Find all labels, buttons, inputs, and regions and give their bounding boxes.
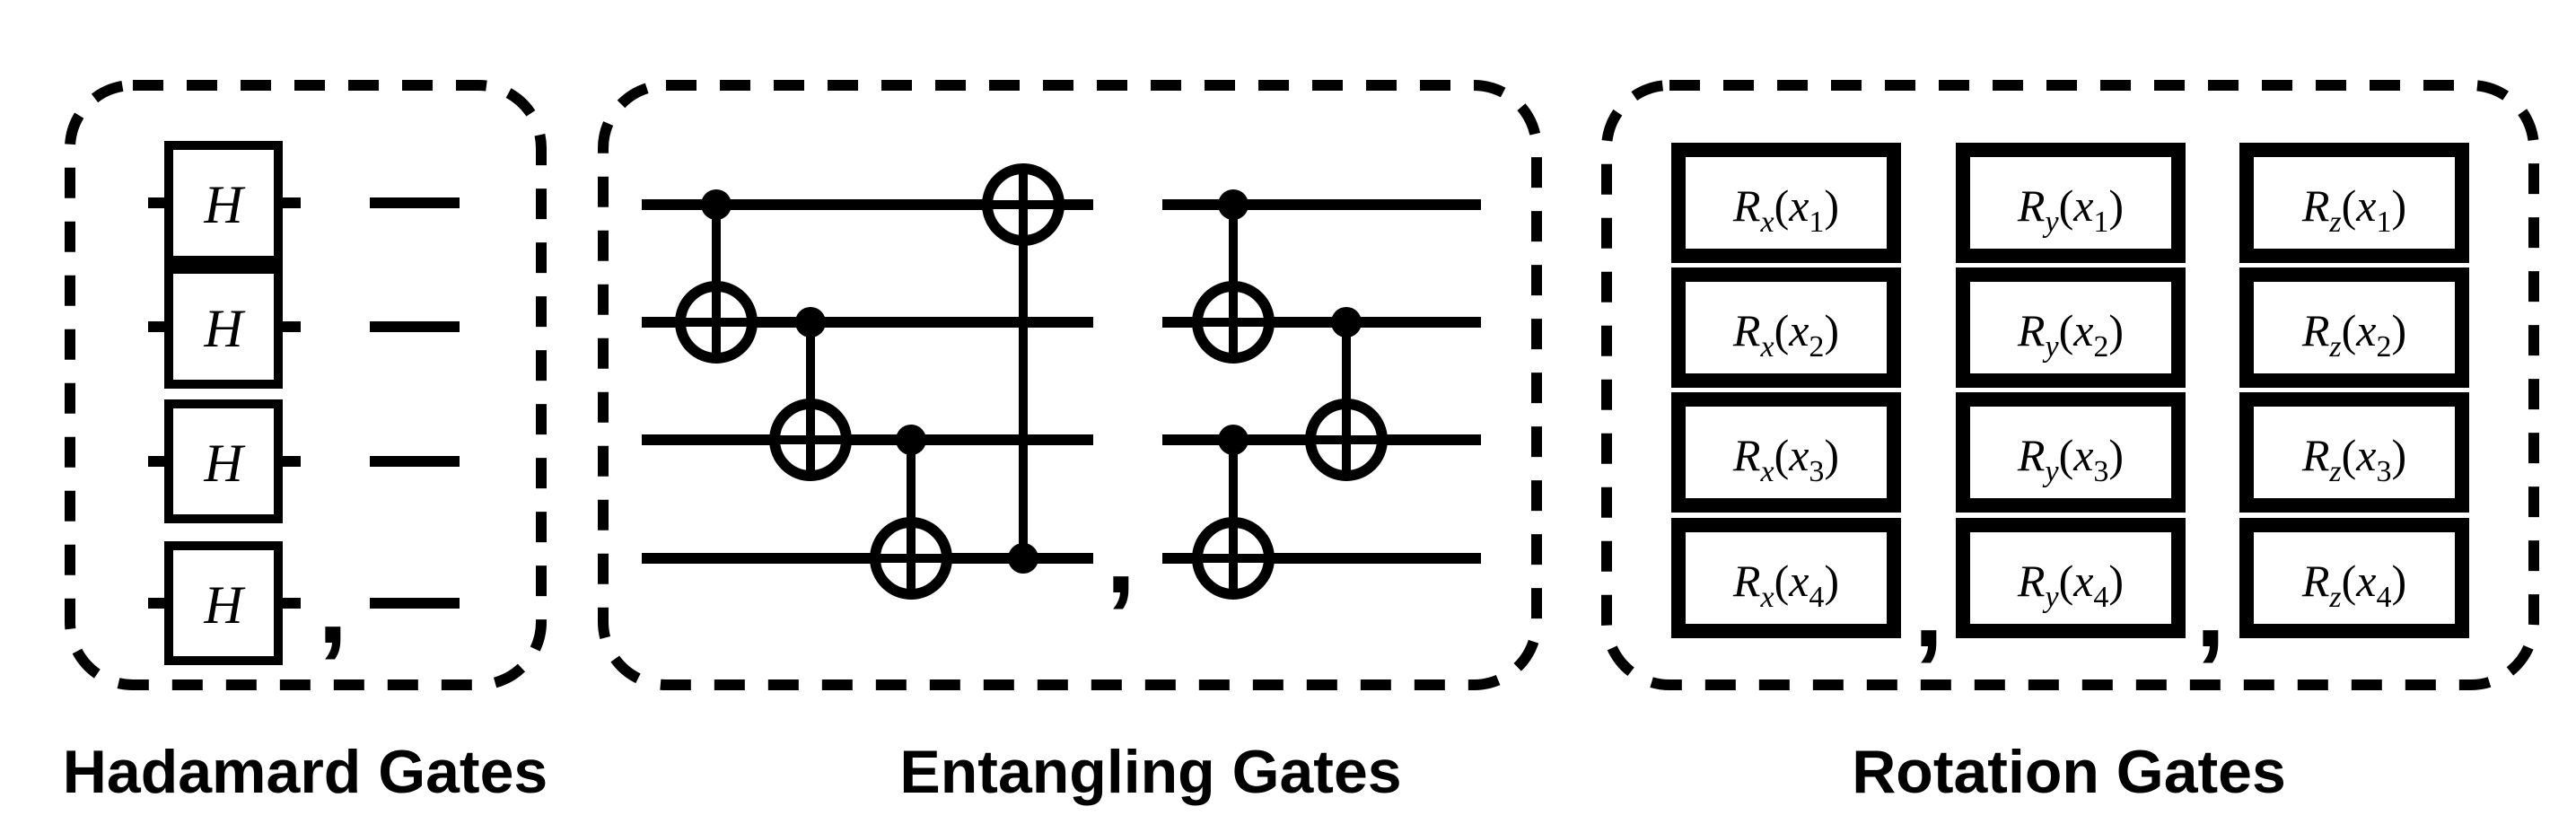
cnot-ring-control-dot [1008,543,1038,574]
hadamard-gate-box [164,541,283,665]
rotation-caption: Rotation Gates [1852,738,2286,806]
rotation-gate-label: Rx(x1) [1732,180,1839,239]
rotation-gate-box [1671,267,1901,388]
rotation-gate-box [2239,392,2469,513]
hadamard-gate-label: H [203,299,246,358]
cnot-pairs-control-dot [1218,189,1249,220]
rotation-gate-box [1956,267,2186,388]
rotation-gate-label: Ry(x3) [2017,430,2124,488]
entangling-caption: Entangling Gates [899,738,1402,806]
hadamard-caption: Hadamard Gates [62,738,548,806]
cnot-pairs-control-dot [1331,307,1362,337]
hadamard-gate-label: H [203,434,246,493]
hadamard-gates-group: H H H H [148,141,460,665]
hadamard-separator: , [318,546,347,666]
rotation-gate-box [1671,392,1901,513]
hadamard-gate-box [164,399,283,523]
rotation-gate-box [2239,518,2469,638]
rotation-separator-1: , [1914,549,1943,670]
hadamard-panel-frame [65,80,547,690]
rotation-gate-label: Rz(x2) [2301,305,2406,364]
hadamard-gate-label: H [203,175,246,234]
entangling-panel-frame [598,80,1542,690]
entangling-separator: , [1106,495,1135,616]
rotation-separator-2: , [2195,549,2225,670]
rotation-gates-group: Rx(x1) Rx(x2) Rx(x3) Rx(x4) Ry(x1) Ry(x2) Ry(x… [1671,143,2469,638]
rotation-gate-box [1956,392,2186,513]
rotation-gate-box [1956,518,2186,638]
rotation-gate-label: Rz(x4) [2301,556,2406,614]
hadamard-gate-box [164,265,283,389]
cnot-ring-control-dot [896,425,926,455]
rotation-gate-box [1671,518,1901,638]
rotation-gate-box [1956,143,2186,263]
hadamard-gate-label: H [203,575,246,635]
entangling-circuits-group [642,163,1481,600]
cnot-ring-control-dot [701,189,732,220]
rotation-gate-label: Rx(x3) [1732,430,1839,488]
hadamard-gate-box [164,141,283,265]
rotation-gate-label: Rz(x1) [2301,180,2406,239]
rotation-gate-label: Ry(x4) [2017,556,2124,614]
cnot-ring-control-dot [795,307,826,337]
rotation-gate-label: Ry(x2) [2017,305,2124,364]
rotation-gate-box [1671,143,1901,263]
rotation-gate-label: Rz(x3) [2301,430,2406,488]
rotation-gate-label: Rx(x4) [1732,556,1839,614]
cnot-pairs-control-dot [1218,425,1249,455]
rotation-panel-frame [1601,80,2539,690]
rotation-gate-box [2239,267,2469,388]
rotation-gate-label: Rx(x2) [1732,305,1839,364]
rotation-gate-label: Ry(x1) [2017,180,2124,239]
rotation-gate-box [2239,143,2469,263]
